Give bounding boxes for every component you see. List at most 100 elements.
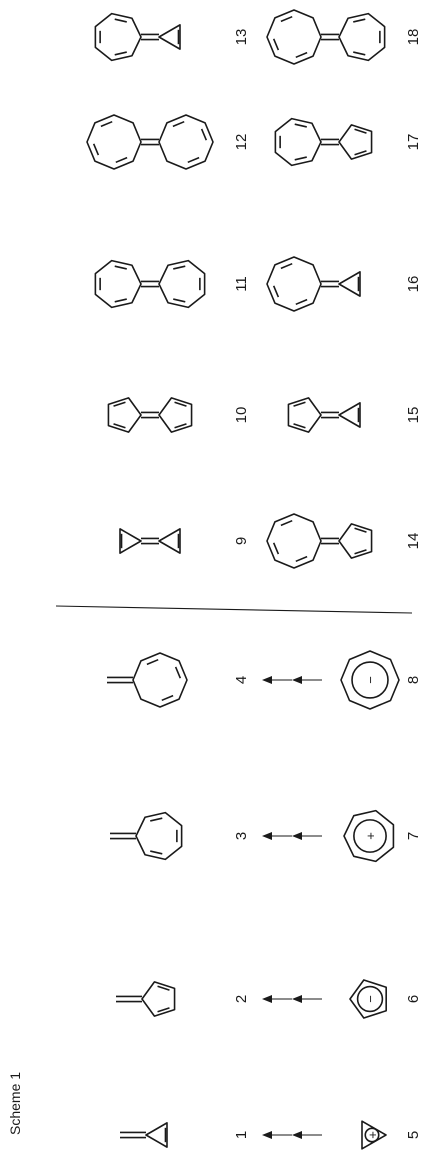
- compound-10-ring-a-double-bond: [113, 401, 126, 407]
- section-divider: [55, 605, 413, 614]
- arrowhead: [262, 676, 272, 684]
- compound-17-ring-a: [274, 117, 322, 167]
- label-compound-11: 11: [233, 276, 250, 292]
- compound-14-ring-a-double-bond: [295, 555, 308, 563]
- compound-11-ring-a-double-bond: [114, 298, 127, 303]
- compound-17-ring-b-double-bond: [354, 128, 367, 134]
- compound-7-aromatic-circle: [353, 819, 387, 853]
- label-compound-18: 18: [405, 29, 422, 46]
- compound-18-ring-a-double-bond: [280, 15, 293, 23]
- compound-12-ring-b-double-bond: [187, 156, 200, 164]
- compound-13-ring-a: [94, 12, 142, 62]
- rotated-figure: Scheme 1 +−+− 1 2 3 4 5 6 7 8 9 10 11 12…: [7, 9, 422, 1150]
- compound-10-ring-b: [158, 397, 193, 433]
- compound-16-ring-a-double-bond: [295, 298, 308, 306]
- label-compound-14: 14: [405, 533, 422, 550]
- arrowhead: [292, 832, 302, 840]
- compound-13-ring-a-double-bond: [114, 51, 127, 56]
- compound-15-ring-a: [287, 397, 322, 433]
- compound-11-ring-a-double-bond: [114, 265, 127, 270]
- label-compound-1: 1: [233, 1131, 250, 1139]
- compound-12-ring-b-double-bond: [172, 120, 185, 128]
- arrowhead: [292, 1131, 302, 1139]
- compound-10-ring-b-double-bond: [174, 401, 187, 407]
- compound-8-ring: [340, 650, 400, 710]
- label-compound-10: 10: [233, 407, 250, 424]
- reaction-arrows: [262, 676, 322, 1139]
- compound-12-ring-a-double-bond: [115, 156, 128, 164]
- compound-15-ring-a-double-bond: [293, 401, 306, 407]
- compound-7-charge: +: [363, 832, 378, 840]
- compound-8-charge: −: [363, 676, 378, 684]
- compound-10-ring-a-double-bond: [113, 423, 126, 429]
- compound-16-ring-a-double-bond: [272, 285, 280, 298]
- arrowhead: [262, 995, 272, 1003]
- compound-9-ring-a: [119, 528, 142, 554]
- compound-7-ring: [343, 809, 395, 863]
- compound-9-ring-b: [158, 528, 181, 554]
- compound-13-ring-b: [158, 24, 181, 50]
- compound-17-ring-a-double-bond: [294, 156, 307, 161]
- compound-3-ring-double-bond: [150, 850, 163, 855]
- compound-14-ring-b: [338, 523, 373, 559]
- label-compound-6: 6: [405, 995, 422, 1003]
- compound-6-aromatic-circle: [356, 985, 384, 1013]
- compound-4-ring: [132, 652, 188, 708]
- label-compound-13: 13: [233, 29, 250, 46]
- compound-16-ring-a: [266, 256, 322, 312]
- compound-16-ring-a-double-bond: [280, 262, 293, 270]
- compound-11-ring-b-double-bond: [173, 298, 186, 303]
- scheme-title: Scheme 1: [7, 1072, 23, 1135]
- label-compound-2: 2: [233, 995, 250, 1003]
- compound-3-ring: [135, 811, 183, 861]
- compound-17-ring-b: [338, 124, 373, 160]
- compound-12-ring-b-double-bond: [200, 128, 208, 141]
- label-compound-4: 4: [233, 676, 250, 684]
- parent-structures: [107, 652, 188, 1148]
- compound-5-aromatic-circle: [364, 1127, 380, 1143]
- compound-12-ring-a: [86, 114, 142, 170]
- arrowhead: [262, 832, 272, 840]
- compound-15-ring-b: [338, 402, 361, 428]
- compound-18-ring-b: [338, 12, 386, 62]
- label-compound-15: 15: [405, 407, 422, 424]
- compound-4-ring-double-bond: [161, 694, 174, 702]
- compound-18-ring-b-double-bond: [353, 51, 366, 56]
- label-compound-7: 7: [405, 832, 422, 840]
- compound-11-ring-a: [94, 259, 142, 309]
- compound-14-ring-a: [266, 513, 322, 569]
- compound-18-ring-a-double-bond: [295, 51, 308, 59]
- compound-8-aromatic-circle: [351, 661, 389, 699]
- compound-3-ring-double-bond: [150, 817, 163, 822]
- label-compound-5: 5: [405, 1131, 422, 1139]
- compound-1-ring: [145, 1122, 168, 1148]
- compound-12-ring-a-double-bond: [100, 120, 113, 128]
- compound-4-ring-double-bond: [146, 658, 159, 666]
- compound-14-ring-a-double-bond: [272, 542, 280, 555]
- label-compound-8: 8: [405, 676, 422, 684]
- label-compound-16: 16: [405, 276, 422, 293]
- compound-10-ring-a: [107, 397, 142, 433]
- compound-18-ring-a-double-bond: [272, 38, 280, 51]
- compound-12-ring-a-double-bond: [92, 143, 100, 156]
- arrowhead: [292, 676, 302, 684]
- compound-14-ring-a-double-bond: [280, 519, 293, 527]
- compound-11-ring-b: [158, 259, 206, 309]
- fulvalene-structures: [86, 9, 386, 569]
- ion-structures: +−+−: [340, 650, 400, 1150]
- label-compound-17: 17: [405, 134, 422, 151]
- compound-5-charge: +: [365, 1131, 380, 1139]
- compound-2-ring: [141, 981, 176, 1017]
- label-compound-9: 9: [233, 537, 250, 545]
- compound-14-ring-b-double-bond: [354, 527, 367, 533]
- compound-4-ring-double-bond: [174, 666, 182, 679]
- compound-13-ring-a-double-bond: [114, 18, 127, 23]
- label-compound-3: 3: [233, 832, 250, 840]
- compound-18-ring-a: [266, 9, 322, 65]
- compound-2-ring-double-bond: [157, 985, 170, 991]
- compound-14-ring-b-double-bond: [354, 549, 367, 555]
- compound-2-ring-double-bond: [157, 1007, 170, 1013]
- compound-6-ring: [349, 979, 387, 1019]
- compound-17-ring-b-double-bond: [354, 150, 367, 156]
